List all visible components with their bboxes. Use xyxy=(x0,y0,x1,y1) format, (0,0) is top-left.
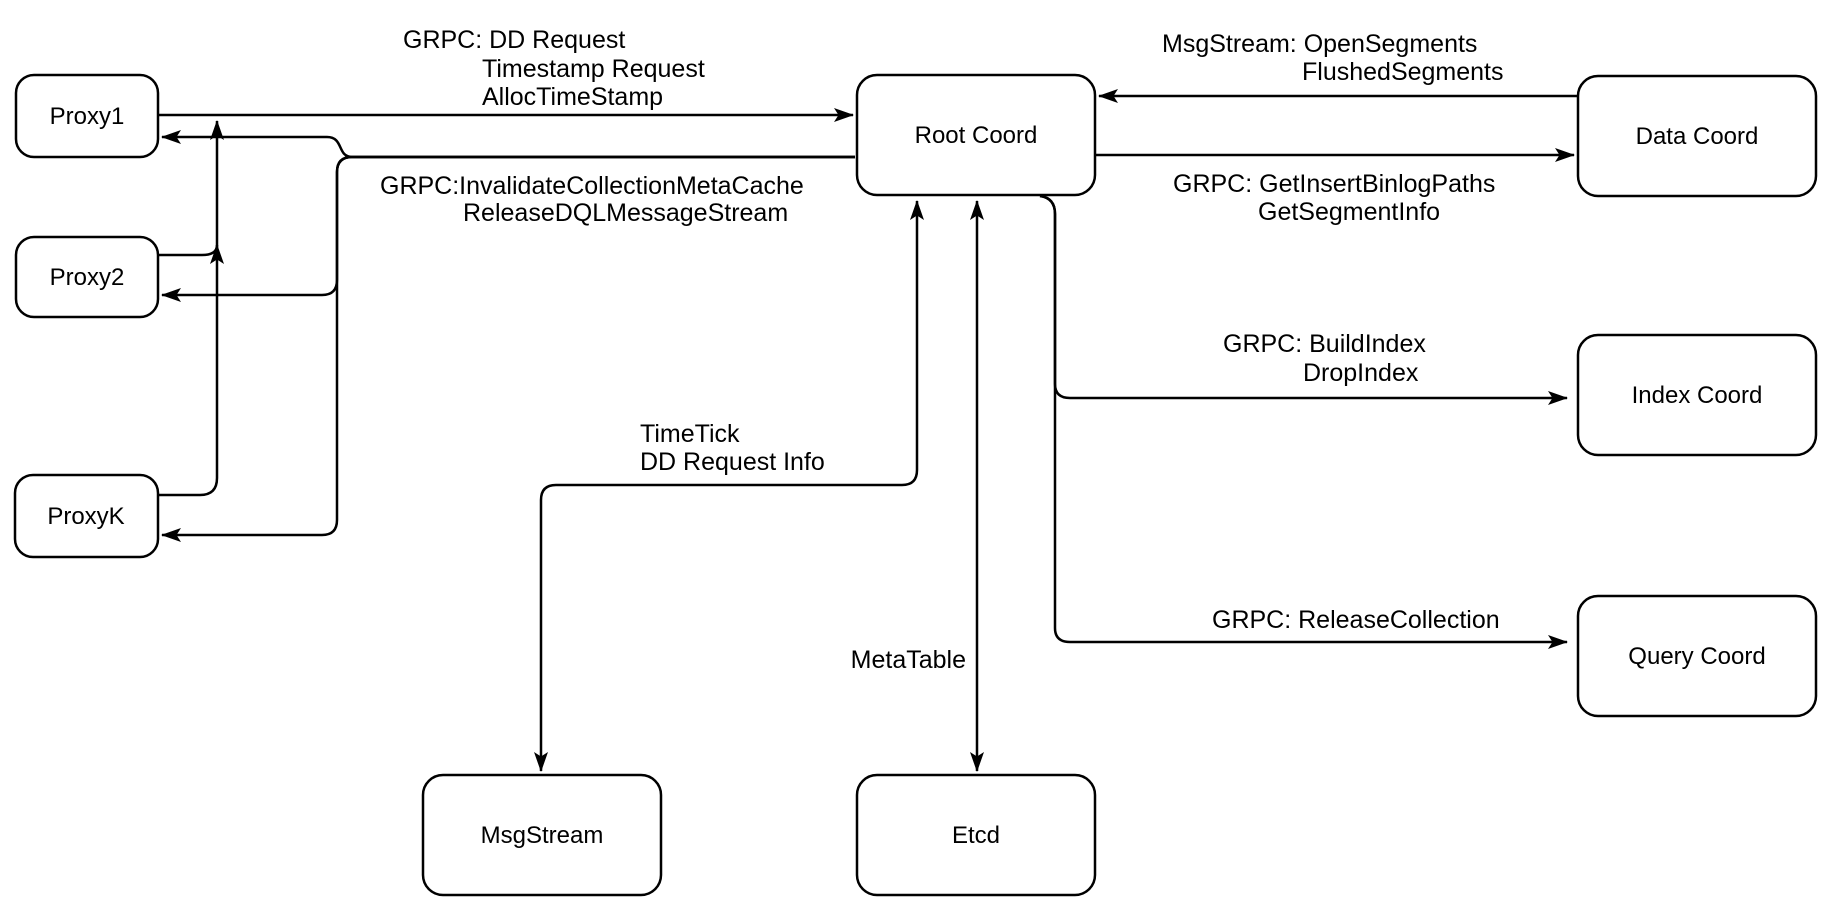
query-coord-label: Query Coord xyxy=(1628,643,1765,670)
label-root-to-proxies: GRPC:InvalidateCollectionMetaCache Relea… xyxy=(380,172,804,227)
edge-label-line: GRPC: GetInsertBinlogPaths xyxy=(1173,170,1495,198)
index-coord-label: Index Coord xyxy=(1632,382,1763,409)
label-root-to-index: GRPC: BuildIndex DropIndex xyxy=(1223,330,1426,387)
edge-label-line: GRPC: DD Request xyxy=(403,26,625,54)
label-data-to-root: MsgStream: OpenSegments FlushedSegments xyxy=(1162,30,1504,86)
proxyk-label: ProxyK xyxy=(47,503,124,530)
node-proxy1: Proxy1 xyxy=(14,73,160,159)
edge-label-line: MetaTable xyxy=(851,646,966,674)
label-proxies-to-root: GRPC: DD Request Timestamp Request Alloc… xyxy=(403,26,705,111)
proxy1-label: Proxy1 xyxy=(50,103,125,130)
edge-label-line: DD Request Info xyxy=(640,448,825,476)
query-coord-box xyxy=(1576,594,1818,718)
etcd-label: Etcd xyxy=(952,822,1000,849)
node-index-coord: Index Coord xyxy=(1576,333,1818,457)
edge-label-line: GetSegmentInfo xyxy=(1258,198,1440,226)
data-coord-box xyxy=(1576,74,1818,198)
edge-label-line: AllocTimeStamp xyxy=(482,83,663,111)
msgstream-label: MsgStream xyxy=(481,822,604,849)
edge-proxy2-to-trunk xyxy=(158,244,224,265)
msgstream-box xyxy=(421,773,663,897)
etcd-box xyxy=(855,773,1097,897)
data-coord-label: Data Coord xyxy=(1636,123,1759,150)
proxy2-box xyxy=(14,235,160,319)
edge-label-line: MsgStream: OpenSegments xyxy=(1162,30,1477,58)
label-root-to-query: GRPC: ReleaseCollection xyxy=(1212,606,1500,634)
root-coord-label: Root Coord xyxy=(915,122,1038,149)
node-etcd: Etcd xyxy=(855,773,1097,897)
node-proxyk: ProxyK xyxy=(13,473,160,559)
edge-rootcoord-to-proxy1 xyxy=(161,130,855,159)
edge-rootcoord-msgstream xyxy=(534,200,924,772)
label-root-to-etcd: MetaTable xyxy=(851,646,966,674)
node-root-coord: Root Coord xyxy=(855,73,1097,197)
edge-label-line: DropIndex xyxy=(1303,359,1419,387)
proxy1-box xyxy=(14,73,160,159)
root-coord-box xyxy=(855,73,1097,197)
proxy2-label: Proxy2 xyxy=(50,264,125,291)
edge-proxyk-to-rootcoord-trunk xyxy=(158,120,224,497)
label-root-to-msgstream: TimeTick DD Request Info xyxy=(640,420,825,476)
edge-label-line: GRPC: BuildIndex xyxy=(1223,330,1426,358)
index-coord-box xyxy=(1576,333,1818,457)
edge-label-line: TimeTick xyxy=(640,420,740,448)
label-root-to-data: GRPC: GetInsertBinlogPaths GetSegmentInf… xyxy=(1173,170,1495,226)
node-proxy2: Proxy2 xyxy=(14,235,160,319)
edge-label-line: ReleaseDQLMessageStream xyxy=(463,199,788,227)
edge-label-line: GRPC:InvalidateCollectionMetaCache xyxy=(380,172,804,200)
edge-rootcoord-to-querycoord xyxy=(1039,194,1568,649)
edge-label-line: FlushedSegments xyxy=(1302,58,1504,86)
node-query-coord: Query Coord xyxy=(1576,594,1818,718)
node-data-coord: Data Coord xyxy=(1576,74,1818,198)
edge-label-line: Timestamp Request xyxy=(482,55,705,83)
proxyk-box xyxy=(13,473,160,559)
edge-rootcoord-to-proxyk xyxy=(161,155,855,542)
edge-label-line: GRPC: ReleaseCollection xyxy=(1212,606,1500,634)
node-msgstream: MsgStream xyxy=(421,773,663,897)
